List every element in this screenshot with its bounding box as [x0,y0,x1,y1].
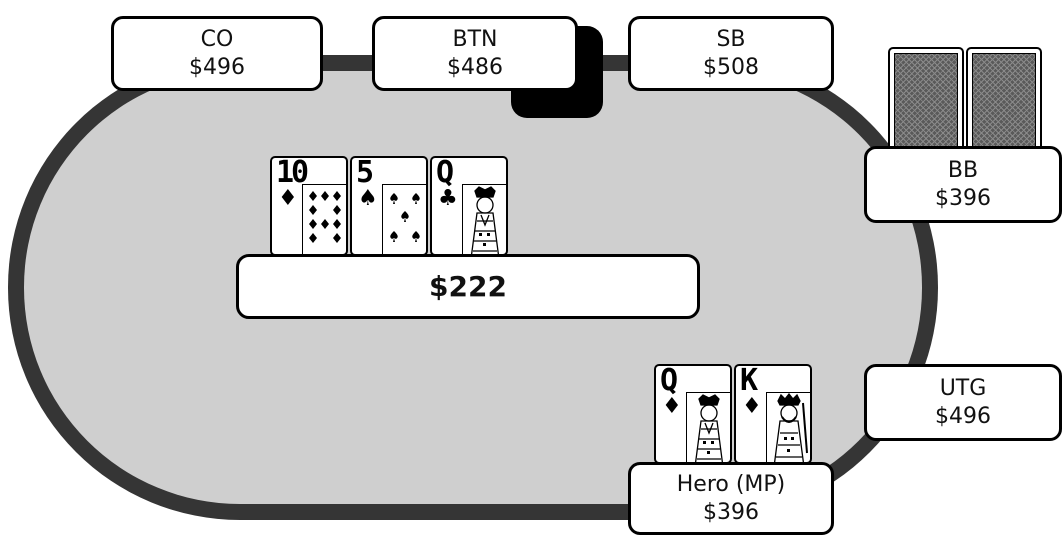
card-pips [302,184,346,256]
card-back-pattern [972,53,1036,149]
spade-suit-icon: ♠ [358,188,378,210]
seat-co-stack: $496 [189,54,245,82]
seat-bb[interactable]: BB $396 [864,146,1062,223]
card-rank: K [740,364,755,398]
seat-btn-position: BTN [453,26,498,54]
seat-sb-position: SB [716,26,745,54]
card-back-icon [966,47,1042,155]
pot-amount: $222 [429,270,507,303]
seat-bb-position: BB [948,157,978,185]
seat-utg-stack: $496 [935,403,991,431]
hero-card-1: Q ♦ [654,364,732,464]
seat-hero[interactable]: Hero (MP) $396 [628,462,834,535]
seat-co[interactable]: CO $496 [111,16,323,91]
card-back-icon [888,47,964,155]
king-figure-icon [766,392,810,464]
board-card-1: 10 ♦ [270,156,348,256]
seat-btn[interactable]: BTN $486 [372,16,578,91]
card-rank: Q [436,156,451,190]
diamond-suit-icon: ♦ [662,396,682,418]
diamond-pips-icon [303,185,346,256]
seat-hero-stack: $396 [703,499,759,527]
card-rank: Q [660,364,675,398]
hero-card-2: K ♦ [734,364,812,464]
board-card-3: Q ♣ [430,156,508,256]
seat-co-position: CO [201,26,234,54]
pot-display: $222 [236,254,700,319]
card-rank: 5 [356,156,371,190]
seat-utg[interactable]: UTG $496 [864,364,1062,441]
seat-utg-position: UTG [940,375,987,403]
queen-figure-icon [686,392,730,464]
card-pips [382,184,426,256]
seat-sb[interactable]: SB $508 [628,16,834,91]
seat-sb-stack: $508 [703,54,759,82]
queen-figure-icon [462,184,506,256]
seat-hero-position: Hero (MP) [677,471,786,499]
board-card-2: 5 ♠ [350,156,428,256]
seat-btn-stack: $486 [447,54,503,82]
diamond-suit-icon: ♦ [742,396,762,418]
card-back-pattern [894,53,958,149]
diamond-suit-icon: ♦ [278,188,298,210]
club-suit-icon: ♣ [438,188,458,210]
seat-bb-stack: $396 [935,185,991,213]
spade-pips-icon [383,185,426,256]
